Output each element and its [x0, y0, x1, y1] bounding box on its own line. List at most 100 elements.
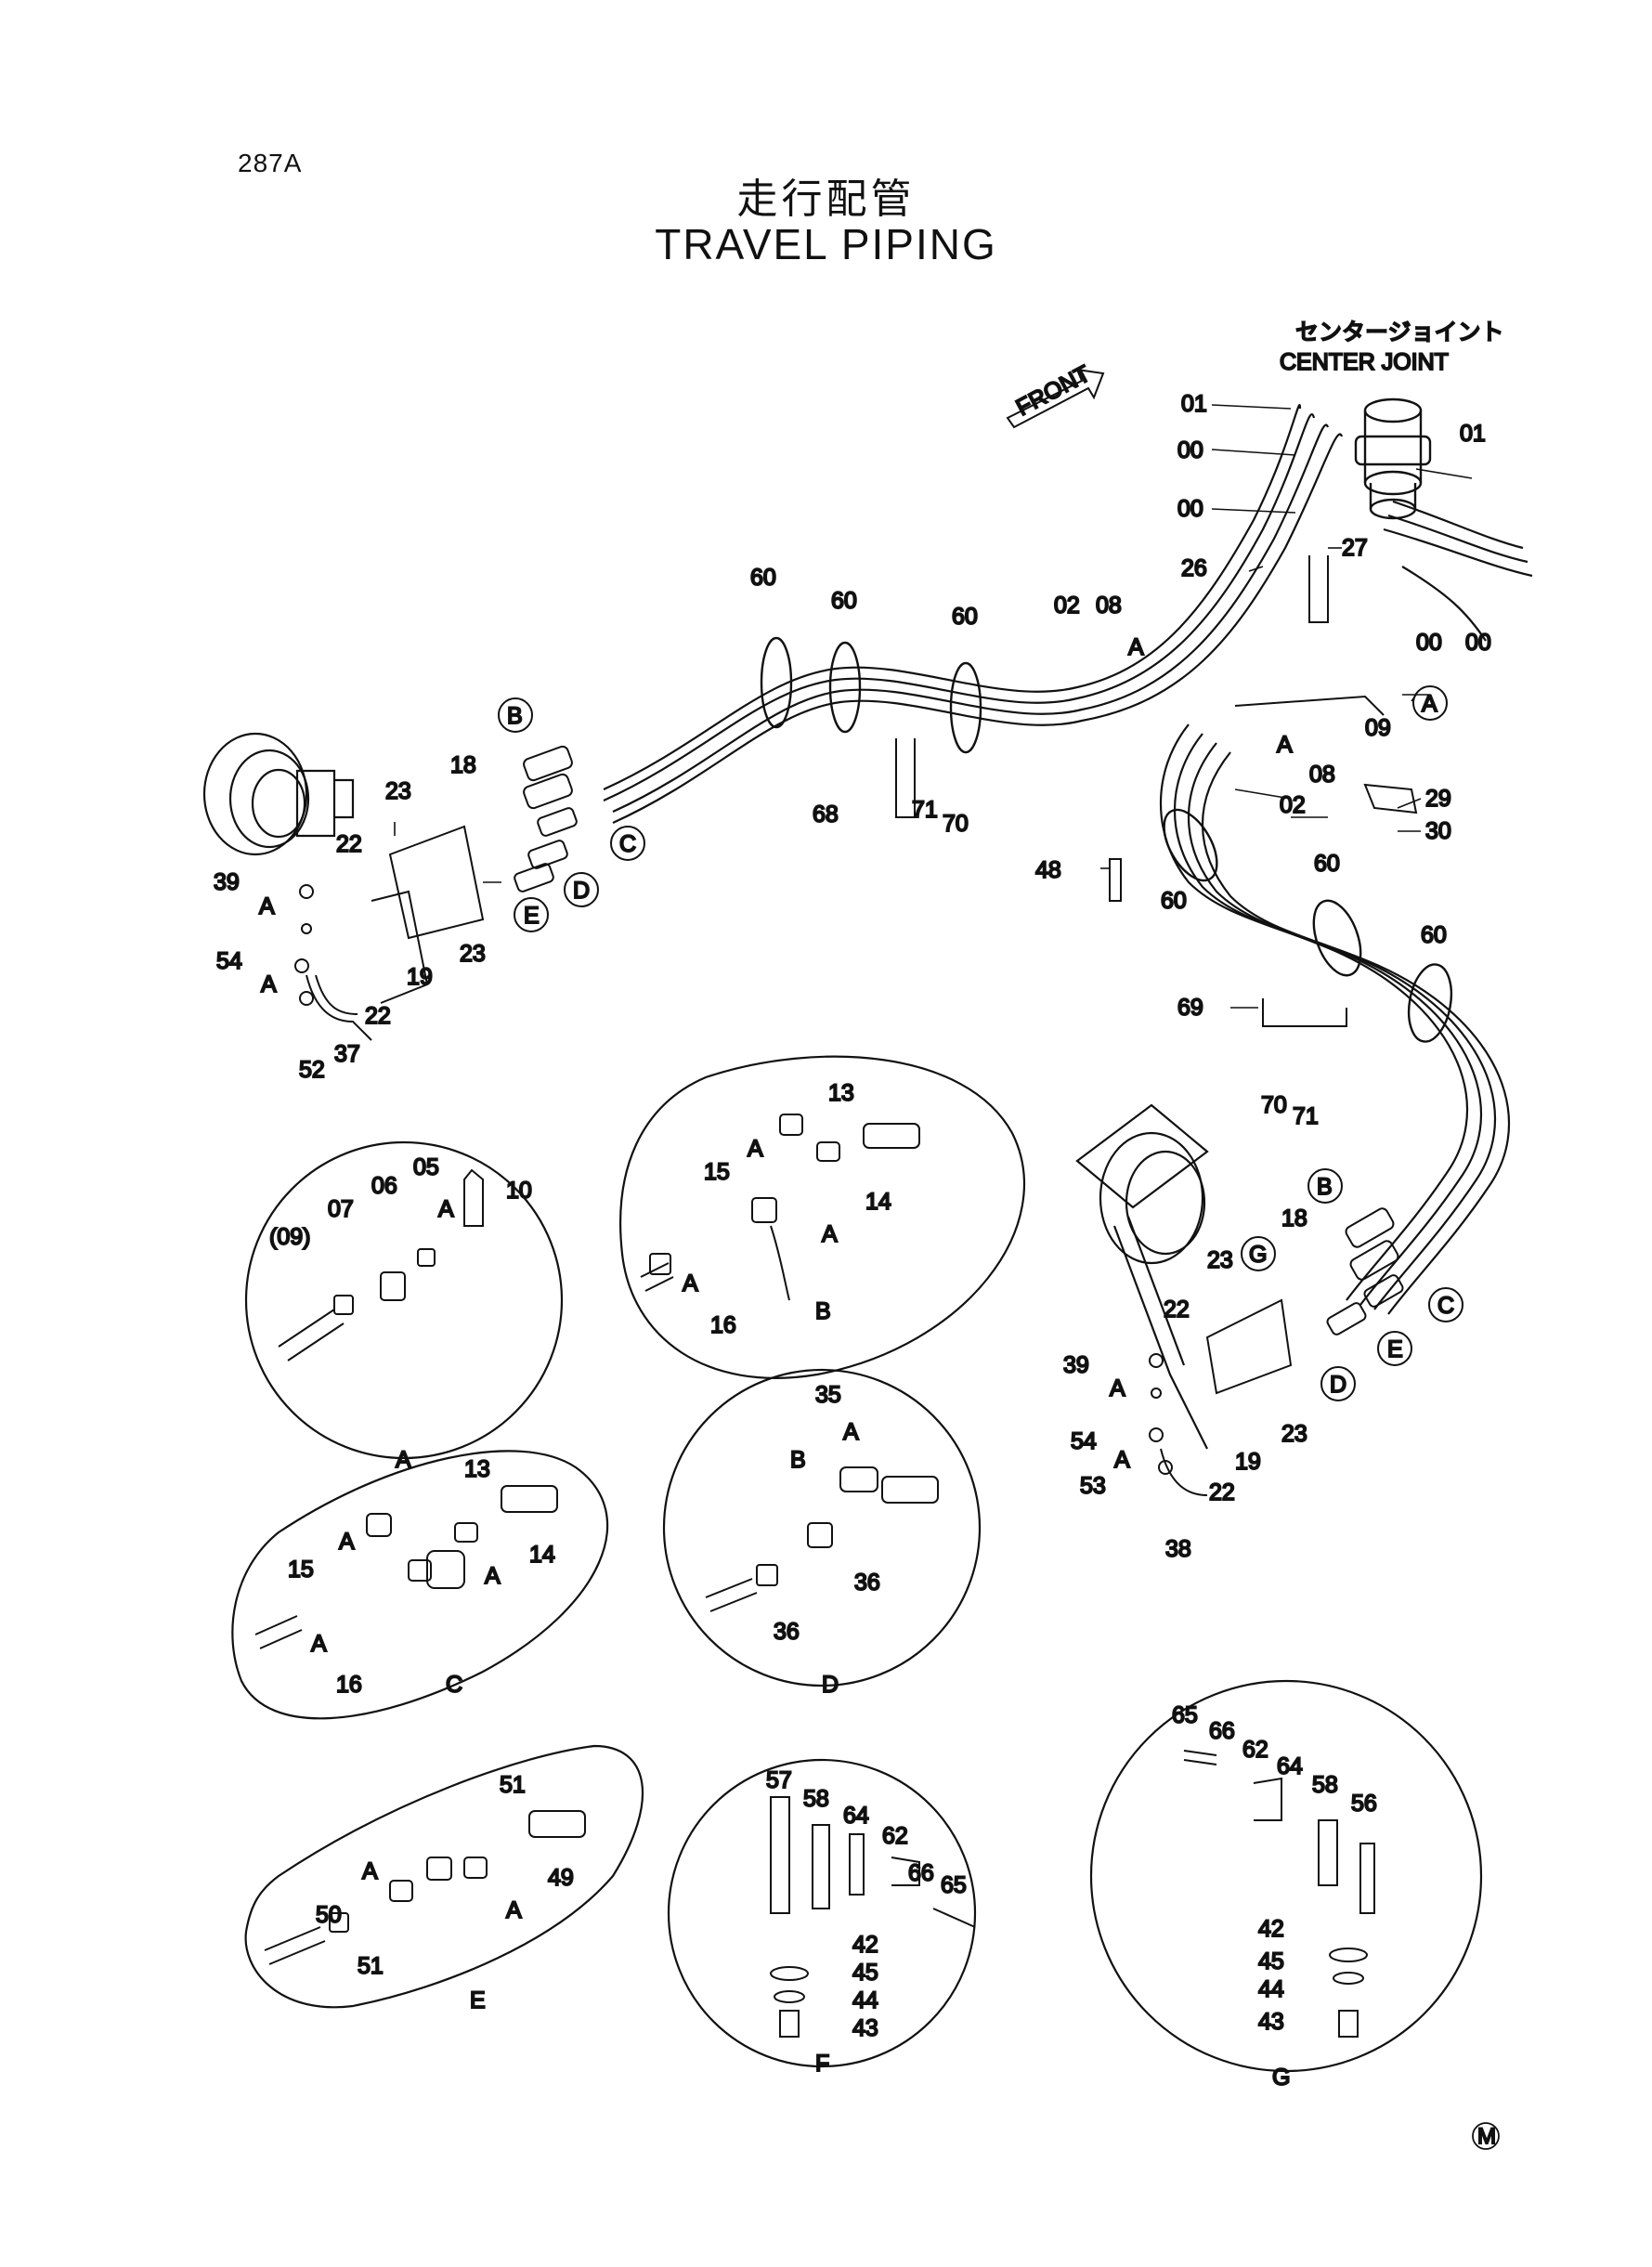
detail-G-part-66: 66	[1209, 1718, 1235, 1744]
callout-B: B	[507, 703, 523, 729]
detail-F-circle	[667, 1758, 977, 2068]
part-A-label: A	[259, 893, 275, 919]
detail-E-part-51: 51	[500, 1772, 526, 1798]
part-60-label: 60	[952, 604, 978, 630]
part-08-label: 08	[1309, 762, 1335, 788]
callout-B: B	[1317, 1174, 1333, 1200]
detail-C-outline	[231, 1450, 609, 1720]
detail-B-part-14: 14	[865, 1189, 891, 1215]
detail-E-parts	[264, 1810, 586, 1965]
callout-E-circle	[514, 897, 549, 932]
part-A-label: A	[261, 971, 277, 997]
detail-G-part-44: 44	[1258, 1976, 1284, 2002]
detail-D-part-35: 35	[815, 1382, 841, 1408]
detail-F-part-64: 64	[843, 1803, 869, 1829]
detail-C-part-A: A	[311, 1631, 327, 1657]
detail-G-part-56: 56	[1351, 1791, 1377, 1817]
detail-B-part-13: 13	[828, 1080, 854, 1106]
left-travel-motor	[202, 732, 355, 856]
part-38-label: 38	[1165, 1536, 1191, 1562]
detail-B-caption: B	[815, 1298, 831, 1324]
callout-A: A	[1422, 691, 1437, 717]
detail-A-part-10: 10	[506, 1178, 532, 1204]
part-01-label: 01	[1460, 421, 1486, 447]
part-22-label: 22	[365, 1003, 391, 1029]
right-fittings	[1149, 1207, 1404, 1496]
center-joint-label: CENTER JOINT	[1280, 349, 1449, 375]
detail-G-circle	[1089, 1679, 1483, 2073]
part-08-label: 08	[1096, 593, 1122, 619]
part-70-label: 70	[943, 811, 969, 837]
detail-C-caption: C	[446, 1672, 462, 1698]
detail-A-part-06: 06	[371, 1173, 397, 1199]
detail-E-part-A: A	[506, 1897, 522, 1923]
part-09-label: 09	[1365, 715, 1391, 741]
detail-E-part-49: 49	[548, 1865, 574, 1891]
part-22-label: 22	[1209, 1479, 1235, 1505]
part-18-label: 18	[450, 752, 476, 778]
part-23-label: 23	[1207, 1247, 1233, 1273]
callout-C-circle	[1428, 1287, 1463, 1322]
detail-G-parts	[1183, 1750, 1375, 2038]
detail-C-part-A: A	[485, 1563, 501, 1589]
detail-C-part-16: 16	[336, 1672, 362, 1698]
detail-F-part-62: 62	[882, 1823, 908, 1849]
detail-D-part-A: A	[843, 1419, 859, 1445]
detail-C-part-13: 13	[464, 1456, 490, 1482]
detail-E-caption: E	[470, 1987, 486, 2013]
detail-B-part-A: A	[748, 1136, 763, 1162]
callout-D-circle	[564, 872, 599, 907]
part-00-label: 00	[1177, 496, 1203, 522]
detail-B-part-16: 16	[710, 1312, 736, 1338]
detail-B-part-15: 15	[704, 1159, 730, 1185]
part-01-label: 01	[1181, 391, 1207, 417]
detail-D-part-36: 36	[854, 1570, 880, 1596]
detail-A-caption: A	[396, 1447, 411, 1473]
callout-D: D	[573, 878, 590, 904]
part-53-label: 53	[1080, 1473, 1106, 1499]
detail-F-part-58: 58	[803, 1786, 829, 1812]
part-29-label: 29	[1425, 786, 1451, 812]
footer-mark: M	[1477, 2124, 1496, 2149]
callout-D: D	[1330, 1372, 1346, 1398]
detail-C-part-15: 15	[288, 1557, 314, 1583]
part-A-label: A	[1277, 732, 1293, 758]
detail-F-caption: F	[815, 2051, 829, 2077]
part-22-label: 22	[1164, 1296, 1190, 1322]
page-title: TRAVEL PIPING	[655, 220, 997, 268]
part-60-label: 60	[1314, 851, 1340, 877]
detail-D-part-B: B	[790, 1447, 806, 1473]
detail-C-part-A: A	[339, 1529, 355, 1555]
detail-B-parts	[640, 1114, 920, 1301]
part-54-label: 54	[1071, 1428, 1097, 1454]
part-71-label: 71	[1293, 1103, 1319, 1129]
detail-D-caption: D	[822, 1672, 839, 1698]
part-22-label: 22	[336, 831, 362, 857]
callout-E: E	[524, 903, 540, 929]
detail-G-part-43: 43	[1258, 2009, 1284, 2035]
hose-clamps	[760, 636, 1453, 1043]
part-23-label: 23	[460, 941, 486, 967]
part-68-label: 68	[813, 801, 839, 827]
detail-F-parts	[770, 1796, 976, 2038]
detail-outlines	[231, 1055, 1483, 2073]
detail-A-parts	[278, 1168, 484, 1362]
page-number: 287A	[238, 149, 303, 177]
detail-D-parts	[705, 1466, 939, 1612]
part-23-label: 23	[1281, 1421, 1307, 1447]
brackets-and-bolts	[895, 555, 1418, 1027]
callout-C-circle	[610, 826, 645, 861]
detail-E-part-50: 50	[316, 1902, 342, 1928]
part-54-label: 54	[216, 948, 242, 974]
part-71-label: 71	[912, 797, 938, 823]
callout-A-circle	[1412, 685, 1448, 721]
detail-F-part-42: 42	[852, 1932, 878, 1958]
part-60-label: 60	[750, 565, 776, 591]
part-18-label: 18	[1281, 1205, 1307, 1231]
detail-A-part-09: (09)	[269, 1224, 310, 1250]
detail-G-part-45: 45	[1258, 1948, 1284, 1974]
detail-F-part-66: 66	[908, 1860, 934, 1886]
callout-B-circle	[1307, 1168, 1343, 1204]
footer-mark-circle	[1472, 2122, 1500, 2150]
